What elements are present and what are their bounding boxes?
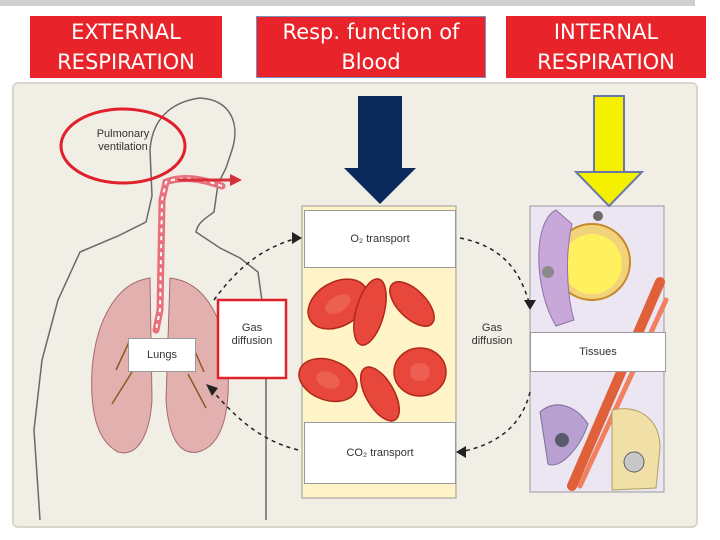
internal-arrow (573, 95, 645, 208)
gas-diffusion-right-line2: diffusion (471, 335, 513, 347)
gas-diffusion-left-label: Gas diffusion (220, 322, 284, 348)
gas-diffusion-right-line1: Gas (481, 322, 503, 334)
torso-outline (33, 97, 267, 521)
blood-arrow (344, 96, 416, 204)
gas-exchange-arrows (209, 237, 531, 453)
tissues-label: Tissues (530, 332, 666, 372)
external-header-line2: RESPIRATION (57, 50, 195, 74)
external-header-line1: EXTERNAL (71, 20, 181, 44)
internal-header-line1: INTERNAL (553, 20, 659, 44)
pulmonary-ventilation-label: Pulmonary ventilation (82, 128, 164, 154)
internal-respiration-header: INTERNAL RESPIRATION (506, 16, 706, 78)
blood-function-header: Resp. function of Blood (256, 16, 486, 78)
gas-diffusion-left-line1: Gas (241, 322, 263, 334)
gas-diffusion-right-label: Gas diffusion (462, 322, 522, 348)
gas-diffusion-left-line2: diffusion (231, 335, 273, 347)
pulmonary-ventilation-line2: ventilation (98, 141, 148, 153)
internal-header-line2: RESPIRATION (537, 50, 675, 74)
co2-transport-label: CO₂ transport (304, 422, 456, 484)
pulmonary-ventilation-line1: Pulmonary (96, 128, 150, 140)
ventilation-highlight (59, 107, 187, 185)
blood-header-line2: Blood (341, 50, 401, 74)
tissue-cells (538, 209, 669, 491)
lungs-icon (91, 277, 229, 454)
o2-transport-label: O₂ transport (304, 210, 456, 268)
lungs-label: Lungs (128, 338, 196, 372)
external-respiration-header: EXTERNAL RESPIRATION (30, 16, 222, 78)
top-rule (0, 0, 695, 6)
blood-header-line1: Resp. function of (282, 20, 460, 44)
gas-diffusion-highlight (216, 298, 288, 380)
